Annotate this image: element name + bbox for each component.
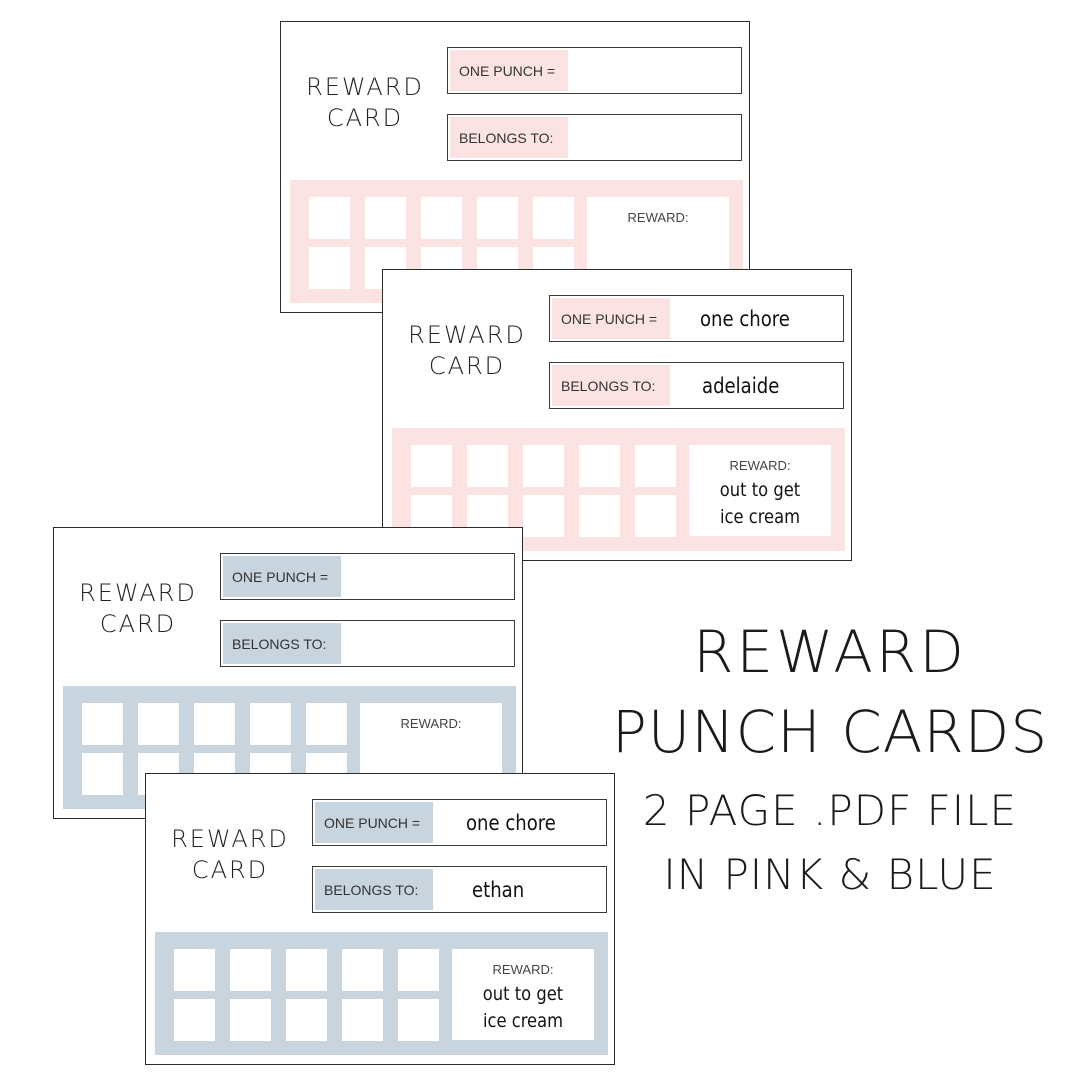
- punch-box: [579, 495, 620, 537]
- punch-box: [82, 753, 123, 795]
- punch-box: [365, 197, 406, 239]
- card-title-line1: REWARD: [171, 825, 289, 853]
- one-punch-label: ONE PUNCH =: [450, 50, 568, 91]
- belongs-to-label: BELONGS TO:: [223, 623, 341, 664]
- belongs-to-value: ethan: [472, 877, 525, 902]
- punch-box: [230, 999, 271, 1041]
- belongs-to-field: BELONGS TO:: [447, 114, 742, 161]
- punch-box: [477, 197, 518, 239]
- punch-grid: REWARD:: [63, 686, 516, 809]
- punch-box: [421, 197, 462, 239]
- punch-grid: REWARD: out to get ice cream: [155, 932, 608, 1055]
- punch-box: [286, 949, 327, 991]
- belongs-to-label: BELONGS TO:: [315, 869, 433, 910]
- reward-label: REWARD:: [627, 210, 689, 225]
- punch-box: [309, 197, 350, 239]
- punch-box: [82, 703, 123, 745]
- one-punch-label: ONE PUNCH =: [552, 298, 670, 339]
- one-punch-value: one chore: [466, 810, 556, 835]
- punch-box: [635, 495, 676, 537]
- punch-box: [138, 703, 179, 745]
- punch-box: [306, 703, 347, 745]
- card-title-line2: CARD: [326, 104, 404, 132]
- belongs-to-field: BELONGS TO: ethan: [312, 866, 607, 913]
- reward-card-blue-blank: REWARD CARD ONE PUNCH = BELONGS TO: REWA…: [53, 527, 523, 819]
- punch-grid: REWARD: out to get ice cream: [392, 428, 845, 551]
- one-punch-field: ONE PUNCH =: [220, 553, 515, 600]
- one-punch-field: ONE PUNCH = one chore: [549, 295, 844, 342]
- one-punch-field: ONE PUNCH = one chore: [312, 799, 607, 846]
- punch-box: [523, 495, 564, 537]
- reward-box: REWARD: out to get ice cream: [452, 949, 594, 1040]
- punch-box: [342, 949, 383, 991]
- punch-box: [635, 445, 676, 487]
- reward-value: out to get ice cream: [719, 479, 801, 528]
- one-punch-field: ONE PUNCH =: [447, 47, 742, 94]
- headline-line-3: 2 PAGE .PDF FILE: [642, 786, 1018, 835]
- punch-box: [286, 999, 327, 1041]
- punch-box: [523, 445, 564, 487]
- card-title-line1: REWARD: [408, 321, 526, 349]
- reward-label: REWARD:: [400, 716, 462, 731]
- belongs-to-field: BELONGS TO: adelaide: [549, 362, 844, 409]
- reward-card-pink-filled: REWARD CARD ONE PUNCH = one chore BELONG…: [382, 269, 852, 561]
- reward-label: REWARD:: [492, 962, 554, 977]
- punch-box: [174, 999, 215, 1041]
- punch-box: [398, 999, 439, 1041]
- punch-box: [250, 703, 291, 745]
- punch-box: [579, 445, 620, 487]
- punch-box: [174, 949, 215, 991]
- headline-line-4: IN PINK & BLUE: [663, 850, 997, 899]
- card-title-line2: CARD: [191, 856, 269, 884]
- belongs-to-field: BELONGS TO:: [220, 620, 515, 667]
- reward-label: REWARD:: [729, 458, 791, 473]
- card-title-line2: CARD: [99, 610, 177, 638]
- card-title: REWARD CARD: [160, 824, 300, 886]
- belongs-to-label: BELONGS TO:: [552, 365, 670, 406]
- punch-box: [230, 949, 271, 991]
- reward-card-blue-filled: REWARD CARD ONE PUNCH = one chore BELONG…: [145, 773, 615, 1065]
- headline-line-1: REWARD: [693, 618, 967, 686]
- card-title: REWARD CARD: [295, 72, 435, 134]
- reward-card-pink-blank: REWARD CARD ONE PUNCH = BELONGS TO: REWA…: [280, 21, 750, 313]
- one-punch-label: ONE PUNCH =: [315, 802, 433, 843]
- punch-box: [342, 999, 383, 1041]
- belongs-to-value: adelaide: [702, 373, 780, 398]
- headline-line-2: PUNCH CARDS: [611, 698, 1049, 766]
- reward-value: out to get ice cream: [482, 983, 564, 1032]
- card-title-line1: REWARD: [306, 73, 424, 101]
- card-title-line1: REWARD: [79, 579, 197, 607]
- punch-box: [533, 197, 574, 239]
- reward-box: REWARD: out to get ice cream: [689, 445, 831, 536]
- card-title: REWARD CARD: [68, 578, 208, 640]
- punch-box: [194, 703, 235, 745]
- card-title: REWARD CARD: [397, 320, 537, 382]
- punch-box: [309, 247, 350, 289]
- punch-box: [398, 949, 439, 991]
- card-title-line2: CARD: [428, 352, 506, 380]
- punch-box: [411, 445, 452, 487]
- one-punch-value: one chore: [700, 306, 790, 331]
- punch-box: [467, 445, 508, 487]
- one-punch-label: ONE PUNCH =: [223, 556, 341, 597]
- belongs-to-label: BELONGS TO:: [450, 117, 568, 158]
